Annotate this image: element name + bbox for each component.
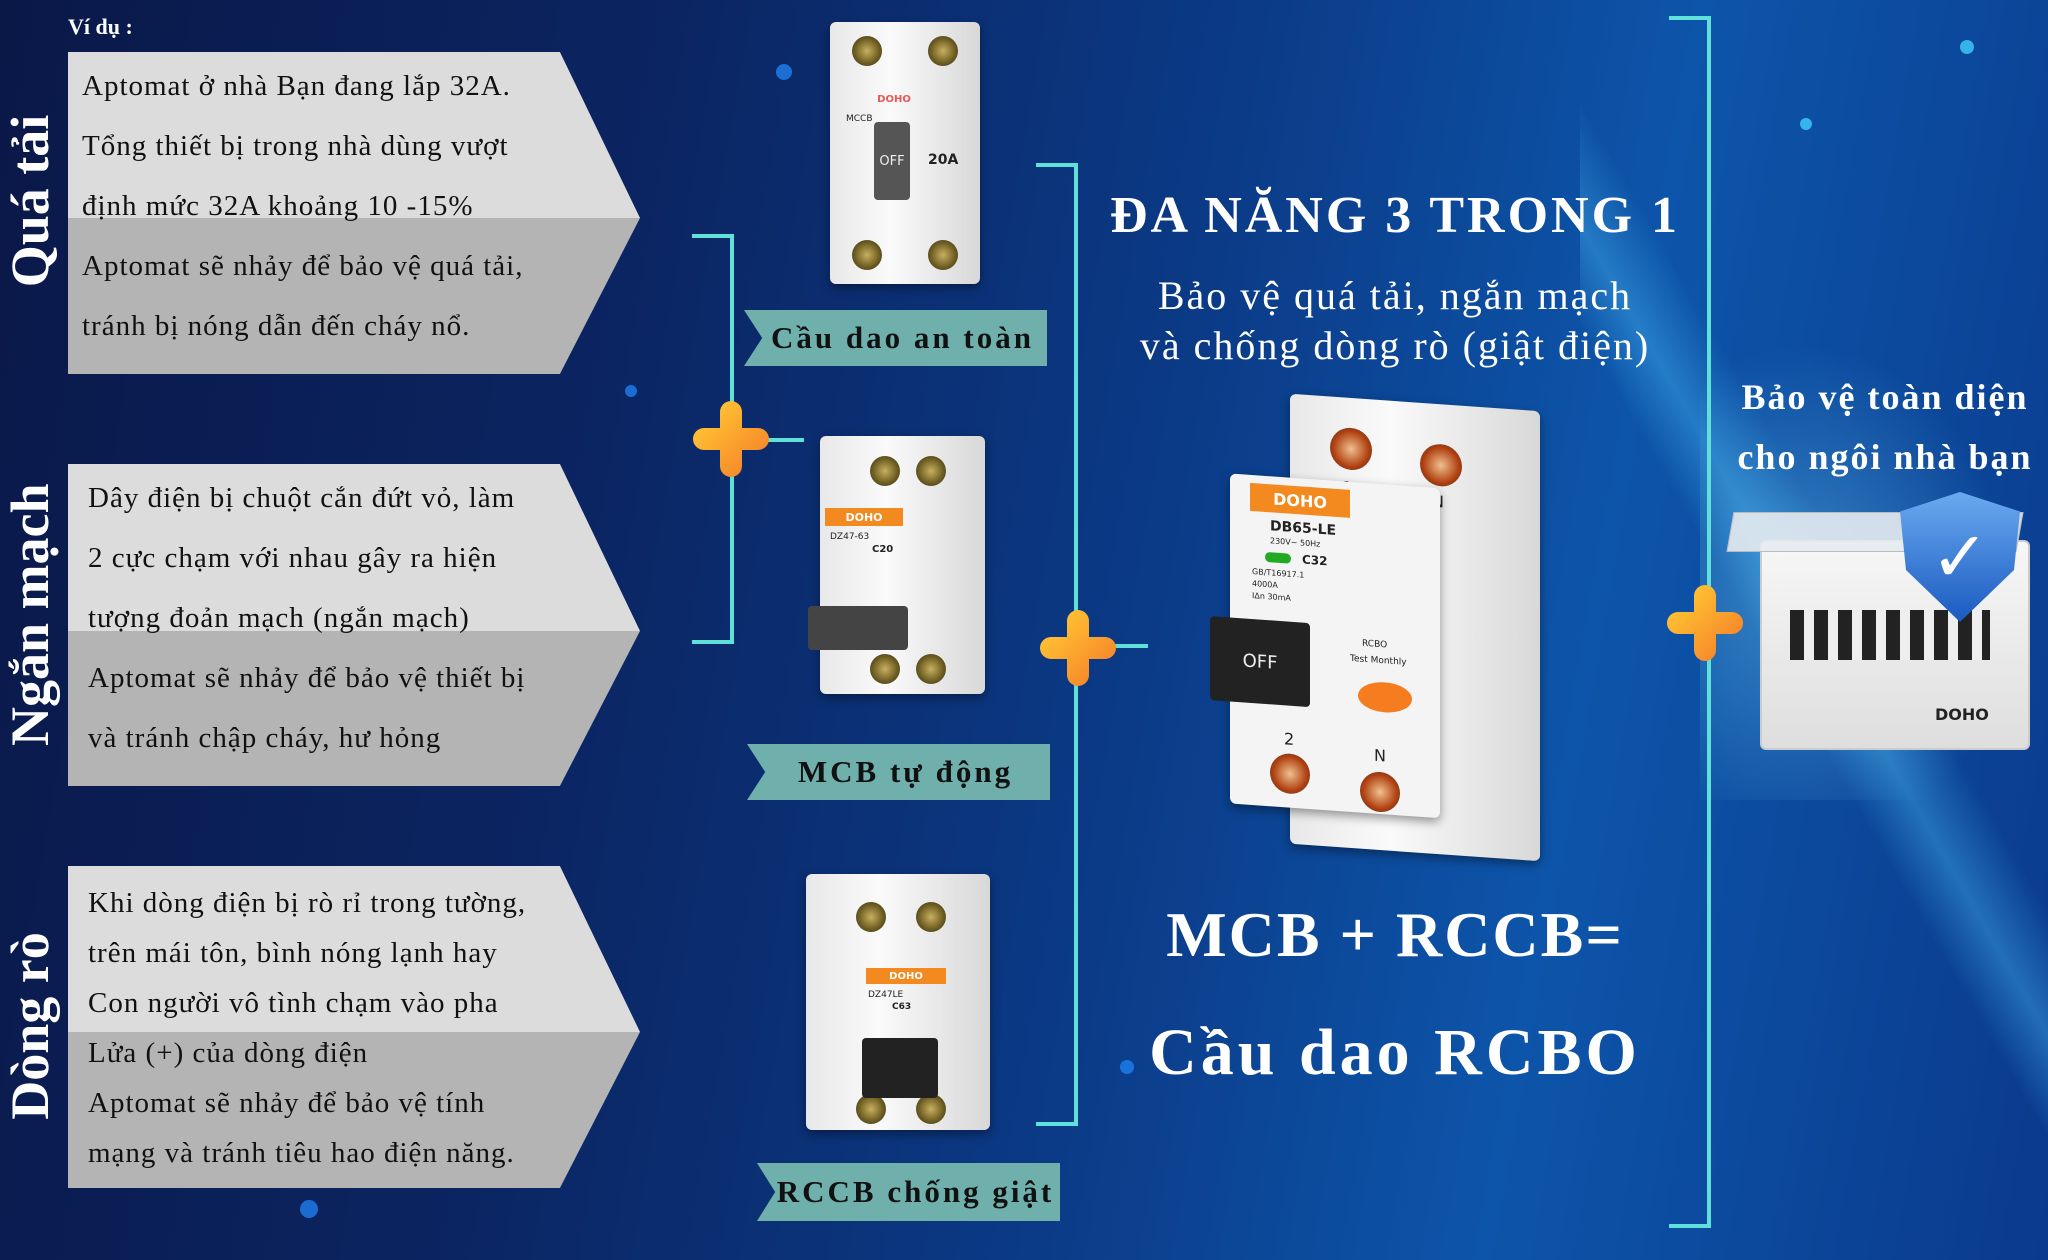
terminal-label: N bbox=[1374, 745, 1386, 766]
rating-text: 20A bbox=[928, 152, 959, 168]
model-text: DZ47-63 bbox=[830, 532, 870, 542]
brand-logo: DOHO bbox=[825, 508, 903, 526]
formula-line-1: MCB + RCCB= bbox=[1166, 899, 1624, 970]
status-indicator bbox=[1265, 551, 1291, 564]
product-image-rccb: DOHO DZ47LE C63 bbox=[806, 874, 990, 1130]
section-title-overload: Quá tải bbox=[0, 114, 60, 288]
leakage-box: Khi dòng điện bị rò rỉ trong tường, trên… bbox=[68, 866, 640, 1188]
breaker-handle bbox=[808, 606, 908, 650]
text-line: 2 cực chạm với nhau gây ra hiện bbox=[88, 542, 498, 574]
text-line: Lửa (+) của dòng điện bbox=[88, 1037, 369, 1069]
connector-line bbox=[734, 438, 804, 442]
type-text: RCBO bbox=[1362, 638, 1388, 651]
product-image-mcb: DOHO DZ47-63 C20 bbox=[808, 436, 985, 694]
terminal-label: 2 bbox=[1284, 729, 1295, 749]
breaker-handle: OFF bbox=[1210, 616, 1310, 708]
main-subtitle-line-2: và chống dòng rò (giật điện) bbox=[1139, 323, 1651, 368]
right-text-line-2: cho ngôi nhà bạn bbox=[1737, 437, 2033, 477]
plus-icon bbox=[1040, 610, 1116, 686]
brand-logo: DOHO bbox=[1935, 705, 1989, 724]
distribution-box-image: DOHO ✓ bbox=[1726, 492, 2035, 750]
bokeh-dot bbox=[625, 385, 637, 397]
plus-icon bbox=[1667, 585, 1743, 661]
capacity-text: 4000A bbox=[1252, 579, 1278, 590]
text-line: Aptomat sẽ nhảy để bảo vệ quá tải, bbox=[82, 250, 524, 282]
formula-line-2: Cầu dao RCBO bbox=[1149, 1016, 1641, 1089]
leakage-example bbox=[68, 866, 640, 1032]
short-circuit-example bbox=[68, 464, 640, 631]
example-label: Ví dụ : bbox=[68, 14, 133, 39]
product-image-rcbo: 1 N DOHO DB65-LE 230V~ 50Hz C32 GB/T1691… bbox=[1210, 388, 1550, 868]
model-text: MCCB bbox=[846, 114, 873, 124]
text-line: Aptomat sẽ nhảy để bảo vệ tính bbox=[88, 1087, 486, 1119]
short-circuit-result bbox=[68, 631, 640, 786]
brand-logo: DOHO bbox=[866, 968, 946, 984]
leakage-result bbox=[68, 1032, 640, 1188]
text-line: mạng và tránh tiêu hao điện năng. bbox=[88, 1137, 515, 1169]
product-image-mccb: DOHO MCCB OFF 20A bbox=[830, 22, 980, 284]
section-title-short-circuit: Ngắn mạch bbox=[0, 483, 60, 746]
text-line: Khi dòng điện bị rò rỉ trong tường, bbox=[88, 887, 527, 919]
text-line: tránh bị nóng dẫn đến cháy nổ. bbox=[82, 310, 471, 342]
breaker-handle: OFF bbox=[874, 122, 910, 200]
text-line: Aptomat sẽ nhảy để bảo vệ thiết bị bbox=[88, 662, 526, 694]
plus-icon bbox=[693, 401, 769, 477]
bokeh-dot bbox=[300, 1200, 318, 1218]
rating-text: C32 bbox=[1302, 552, 1328, 569]
text-line: định mức 32A khoảng 10 -15% bbox=[82, 190, 474, 222]
text-line: Dây điện bị chuột cắn đứt vỏ, làm bbox=[88, 482, 516, 514]
text-line: Tổng thiết bị trong nhà dùng vượt bbox=[82, 130, 509, 162]
section-title-leakage: Dòng rò bbox=[0, 932, 60, 1120]
overload-text: Aptomat ở nhà Bạn đang lắp 32A. Tổng thi… bbox=[68, 56, 640, 356]
overload-result bbox=[68, 218, 640, 374]
text-line: trên mái tôn, bình nóng lạnh hay bbox=[88, 937, 498, 969]
overload-box: Aptomat ở nhà Bạn đang lắp 32A. Tổng thi… bbox=[68, 52, 640, 374]
leakage-text: Khi dòng điện bị rò rỉ trong tường, trên… bbox=[68, 878, 640, 1178]
text-line: và tránh chập cháy, hư hỏng bbox=[88, 722, 442, 754]
label-ribbon-safety-switch: Cầu dao an toàn bbox=[744, 310, 1047, 366]
label-ribbon-mcb: MCB tự động bbox=[747, 744, 1050, 800]
bokeh-dot bbox=[1120, 1060, 1134, 1074]
bokeh-dot bbox=[1800, 118, 1812, 130]
text-line: tượng đoản mạch (ngắn mạch) bbox=[88, 602, 470, 634]
short-circuit-text: Dây điện bị chuột cắn đứt vỏ, làm 2 cực … bbox=[68, 468, 640, 768]
label-ribbon-rccb: RCCB chống giật bbox=[757, 1163, 1060, 1221]
right-text-line-1: Bảo vệ toàn diện bbox=[1741, 377, 2029, 417]
brand-logo: DOHO bbox=[877, 93, 911, 105]
main-subtitle-line-1: Bảo vệ quá tải, ngắn mạch bbox=[1157, 273, 1633, 318]
rating-text: C63 bbox=[892, 1002, 912, 1012]
main-title: ĐA NĂNG 3 TRONG 1 bbox=[1109, 187, 1681, 244]
overload-example bbox=[68, 52, 640, 218]
bokeh-dot bbox=[776, 64, 792, 80]
text-line: Con người vô tình chạm vào pha bbox=[88, 987, 499, 1019]
short-circuit-box: Dây điện bị chuột cắn đứt vỏ, làm 2 cực … bbox=[68, 464, 640, 786]
bokeh-dot bbox=[1960, 40, 1974, 54]
rating-text: C20 bbox=[872, 544, 894, 555]
model-text: DZ47LE bbox=[868, 990, 904, 1000]
text-line: Aptomat ở nhà Bạn đang lắp 32A. bbox=[82, 70, 511, 102]
breaker-handle bbox=[862, 1038, 938, 1098]
